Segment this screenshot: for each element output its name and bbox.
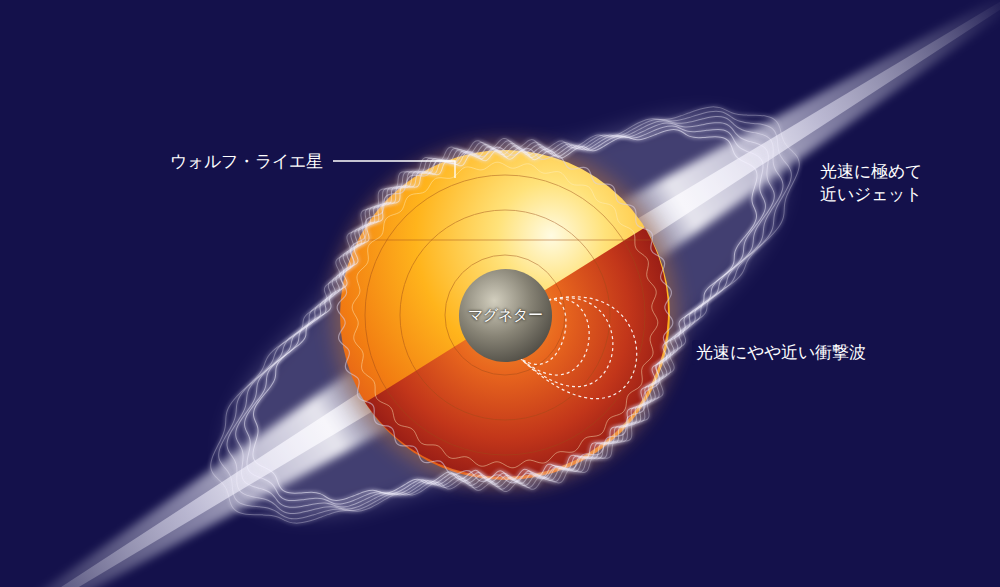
shock-wave [153,8,857,587]
shock-wave [129,0,880,587]
shock-glow [146,4,863,587]
shock-wave [129,0,880,587]
star-layers [365,175,645,455]
shock-wave [162,15,847,587]
shock-wave [153,8,857,587]
leader-line [333,161,455,178]
shock-glow [146,4,863,587]
shock-waves [129,0,880,587]
node-text: マグネター [468,306,543,325]
shock-wave [136,0,873,587]
jet-label: 光速に極めて 近いジェット [820,160,932,206]
magnetar-sphere [458,268,551,361]
magnetar: マグネター [458,268,553,363]
shock-wave [144,1,865,587]
shock-wave [136,0,873,587]
surface-wave [352,162,658,468]
latitude-line [358,240,652,241]
shock-label: 光速にやや近い衝撃波 [692,340,870,365]
star-label: ウォルフ・ライエ星 [170,150,323,173]
shock-wave [144,1,865,587]
